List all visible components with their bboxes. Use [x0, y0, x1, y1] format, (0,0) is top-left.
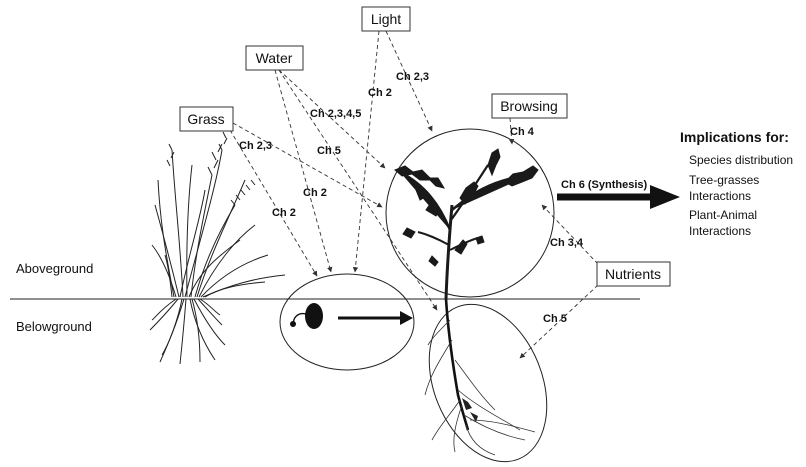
- chapter-label-nutrients-top: Ch 3,4: [550, 237, 584, 249]
- implications-title: Implications for:: [680, 129, 789, 145]
- grass-illustration: [150, 132, 285, 364]
- chapter-label-grass-low: Ch 2: [272, 207, 296, 219]
- light-label: Light: [371, 11, 401, 27]
- water-label: Water: [256, 50, 293, 66]
- implication-item: Interactions: [689, 189, 751, 203]
- implication-item: Tree-grasses: [689, 173, 759, 187]
- belowground-label: Belowground: [16, 319, 92, 334]
- implication-item: Species distribution: [689, 153, 793, 167]
- chapter-label-water-top: Ch 2,3,4,5: [310, 108, 361, 120]
- tree-seedling-illustration: [395, 149, 538, 299]
- nutrients-label: Nutrients: [605, 266, 661, 282]
- chapter-label-browsing: Ch 4: [510, 126, 535, 138]
- implication-item: Plant-Animal: [689, 208, 757, 222]
- chapter-label-light-left: Ch 2: [368, 87, 392, 99]
- chapter-label-synthesis: Ch 6 (Synthesis): [561, 179, 648, 191]
- chapter-label-grass-top: Ch 2,3: [239, 140, 272, 152]
- seedling-ellipse: [280, 274, 414, 370]
- canopy-circle: [386, 129, 554, 297]
- seed-illustration: [290, 303, 323, 329]
- chapter-label-water-low: Ch 2: [303, 187, 327, 199]
- grass-label: Grass: [187, 111, 224, 127]
- chapter-label-water-mid: Ch 5: [317, 145, 341, 157]
- chapter-label-nutrients-low: Ch 5: [543, 313, 567, 325]
- implication-item: Interactions: [689, 224, 751, 238]
- chapter-label-light-right: Ch 2,3: [396, 71, 429, 83]
- browsing-label: Browsing: [500, 98, 558, 114]
- tree-root-illustration: [425, 299, 535, 455]
- aboveground-label: Aboveground: [16, 261, 93, 276]
